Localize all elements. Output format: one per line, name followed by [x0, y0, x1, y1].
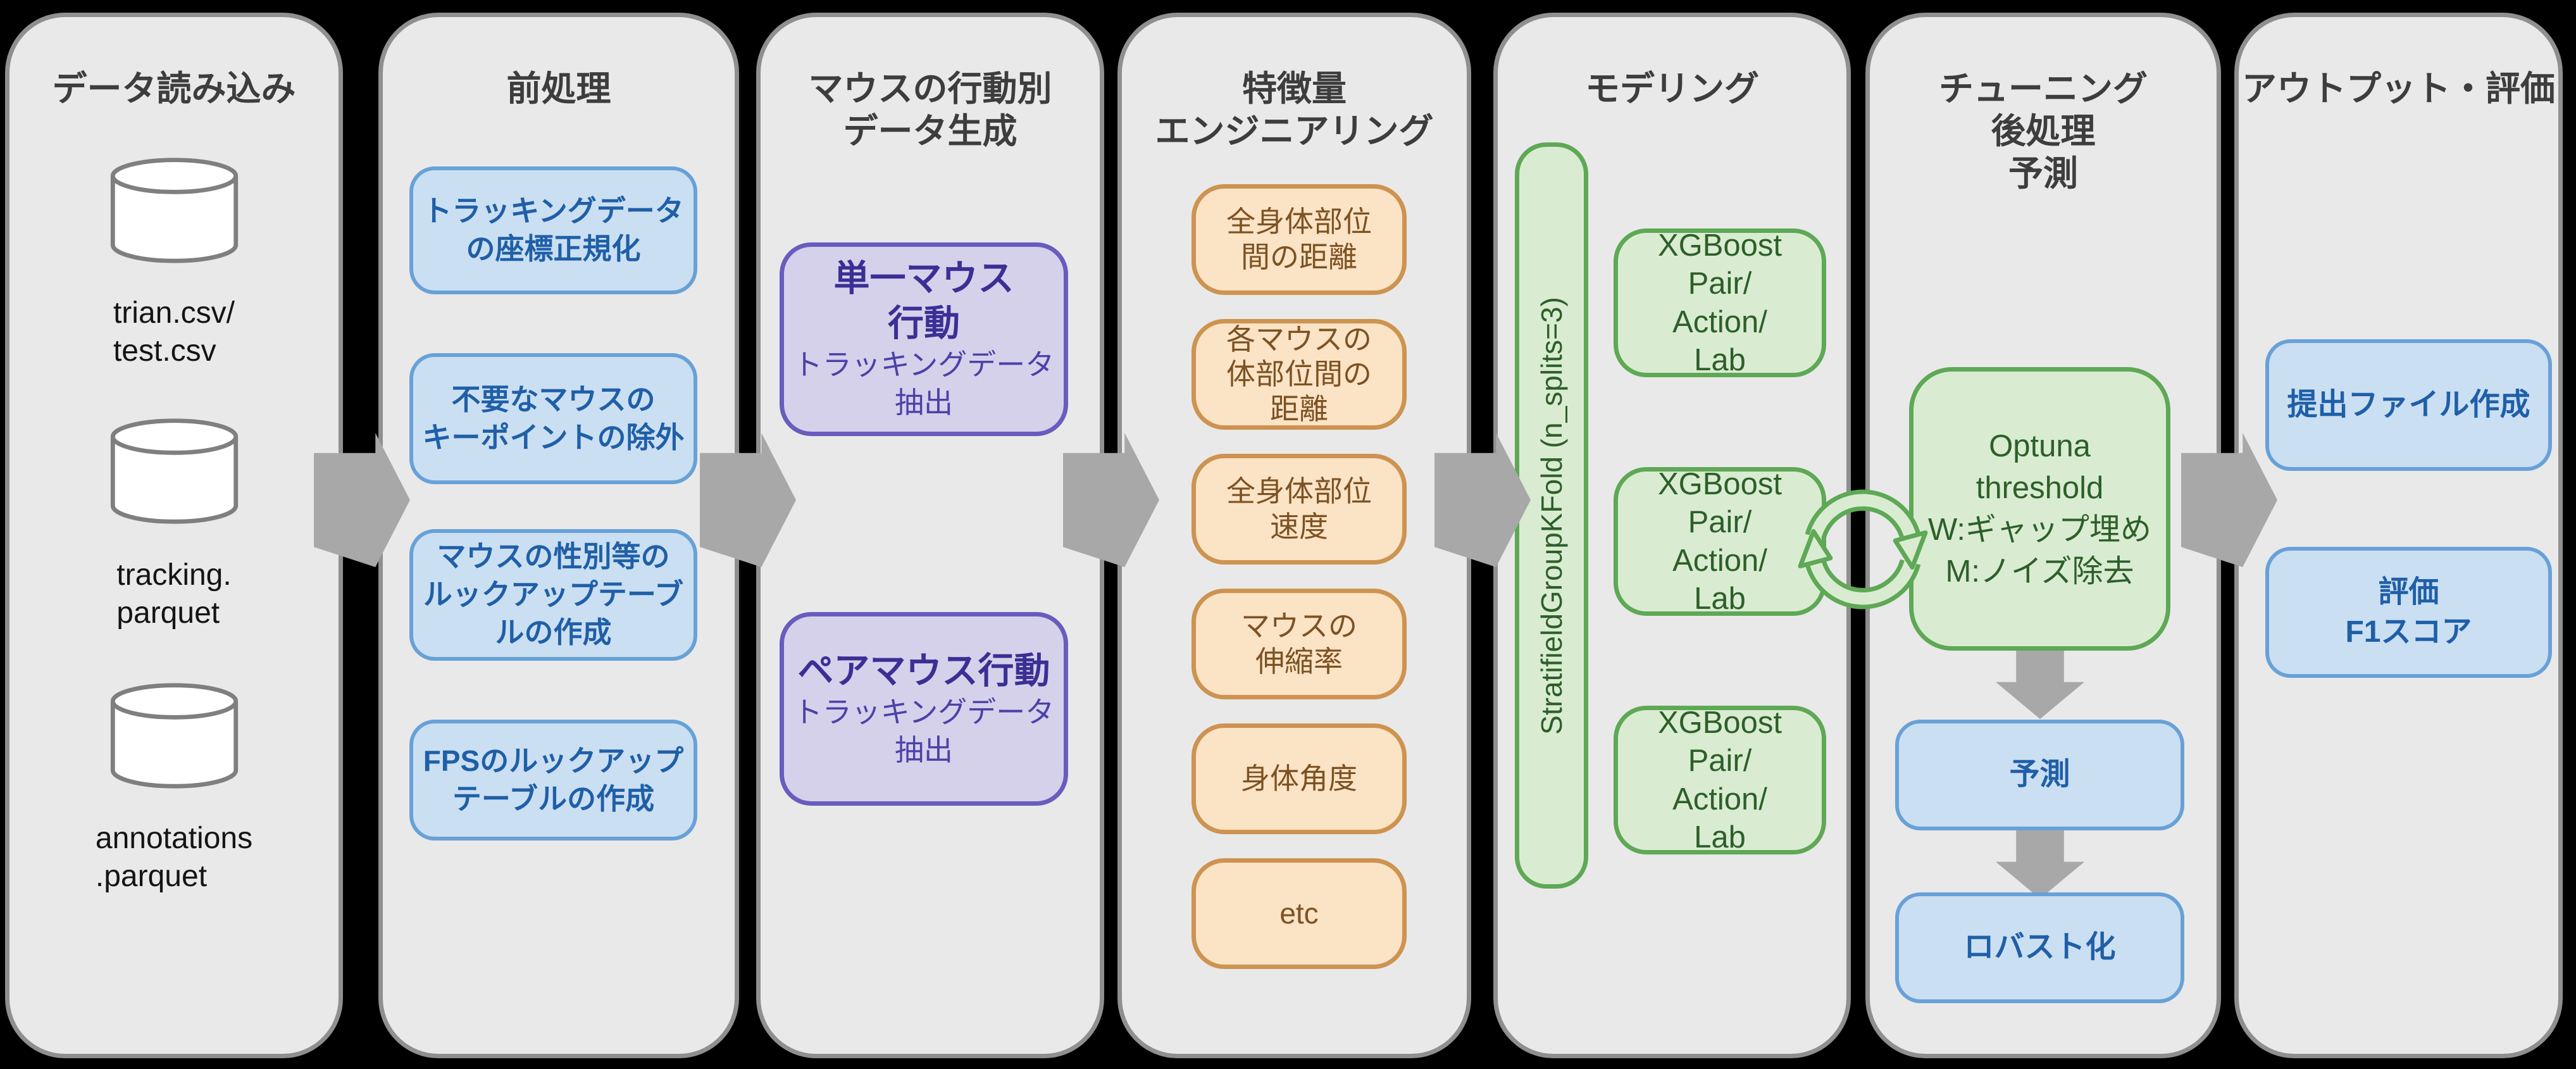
panel-title-feature-engineering: 特徴量 エンジニアリング [1155, 68, 1434, 151]
step-fps-lookup-table: FPSのルックアップ テーブルの作成 [409, 720, 697, 841]
step-sex-lookup-table: マウスの性別等の ルックアップテーブ ルの作成 [409, 529, 697, 661]
feature-stretch-ratio: マウスの 伸縮率 [1192, 589, 1407, 699]
cv-fold-bar: StratifieldGroupKFold (n_splits=3) [1515, 142, 1588, 889]
behavior-pair-mouse: ペアマウス行動 トラッキングデータ 抽出 [780, 612, 1068, 806]
panel-data-loading: データ読み込み trian.csv/ test.csv tracking. pa… [5, 13, 343, 1058]
evaluation-f1-box: 評価 F1スコア [2265, 547, 2552, 678]
model-xgboost-3: XGBoost Pair/ Action/ Lab [1614, 706, 1826, 854]
panel-title-data-loading: データ読み込み [52, 68, 296, 108]
flow-arrow-down-icon [1996, 651, 2084, 719]
flow-arrow-down-icon [1996, 830, 2084, 899]
datastore-train-test [9, 155, 339, 266]
datastore-label: trian.csv/ test.csv [113, 296, 235, 368]
panel-behavior-data-generation: マウスの行動別 データ生成 単一マウス 行動 トラッキングデータ 抽出 ペアマウ… [756, 13, 1104, 1058]
model-xgboost-2: XGBoost Pair/ Action/ Lab [1614, 467, 1826, 616]
cycle-arrows-icon [1798, 489, 1928, 610]
feature-body-angle: 身体角度 [1192, 723, 1407, 834]
feature-velocity-all-parts: 全身体部位 速度 [1192, 454, 1407, 565]
behavior-sub: トラッキングデータ 抽出 [793, 348, 1055, 420]
behavior-sub: トラッキングデータ 抽出 [793, 695, 1055, 766]
panel-modeling: モデリング StratifieldGroupKFold (n_splits=3)… [1493, 13, 1851, 1058]
panel-output-evaluation: アウトプット・評価 提出ファイル作成 評価 F1スコア [2234, 13, 2563, 1058]
feature-distance-each-mouse: 各マウスの 体部位間の 距離 [1192, 319, 1407, 430]
step-coordinate-normalization: トラッキングデータ の座標正規化 [409, 166, 697, 294]
database-icon [110, 683, 238, 789]
tuning-optuna-threshold: Optuna threshold W:ギャップ埋め M:ノイズ除去 [1909, 367, 2170, 651]
database-icon [110, 158, 238, 263]
panel-title-tuning: チューニング 後処理 予測 [1938, 68, 2148, 193]
panel-title-output: アウトプット・評価 [2241, 68, 2555, 108]
datastore-label: tracking. parquet [116, 558, 232, 630]
behavior-heading: ペアマウス行動 [797, 650, 1050, 691]
panel-feature-engineering: 特徴量 エンジニアリング 全身体部位 間の距離 各マウスの 体部位間の 距離 全… [1117, 13, 1471, 1058]
step-keypoint-exclusion: 不要なマウスの キーポイントの除外 [409, 353, 697, 484]
datastore-annotations [9, 680, 339, 791]
database-icon [110, 418, 238, 524]
datastore-tracking [9, 416, 339, 527]
model-xgboost-1: XGBoost Pair/ Action/ Lab [1614, 228, 1826, 377]
datastore-label: annotations .parquet [95, 822, 253, 893]
feature-etc: etc [1192, 858, 1407, 969]
behavior-heading: 単一マウス 行動 [833, 258, 1014, 344]
behavior-single-mouse: 単一マウス 行動 トラッキングデータ 抽出 [780, 242, 1068, 436]
robustification-box: ロバスト化 [1895, 892, 2184, 1003]
panel-title-preprocessing: 前処理 [506, 68, 611, 108]
cv-fold-label: StratifieldGroupKFold (n_splits=3) [1535, 296, 1568, 735]
panel-title-behavior-data: マウスの行動別 データ生成 [808, 68, 1052, 151]
panel-preprocessing: 前処理 トラッキングデータ の座標正規化 不要なマウスの キーポイントの除外 マ… [378, 13, 739, 1058]
panel-title-modeling: モデリング [1584, 68, 1759, 108]
prediction-box: 予測 [1895, 720, 2184, 830]
feature-distance-all-parts: 全身体部位 間の距離 [1192, 184, 1407, 295]
submission-file-box: 提出ファイル作成 [2265, 339, 2552, 471]
